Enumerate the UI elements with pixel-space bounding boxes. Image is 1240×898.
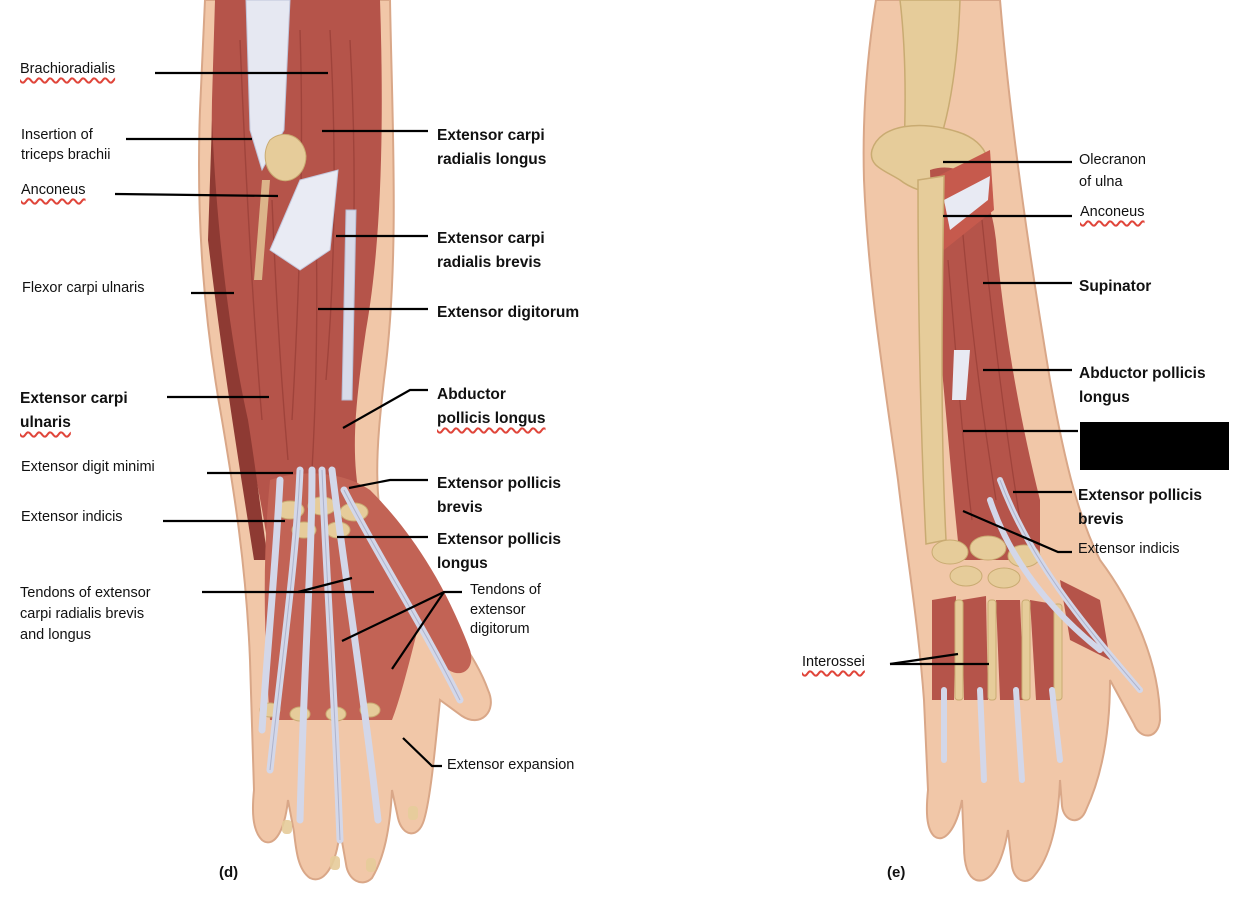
label-line: Supinator <box>1079 278 1152 295</box>
label-extensor-pollicis-longus-d: Extensor pollicis longus <box>437 528 561 576</box>
label-line: ulnaris <box>20 414 71 431</box>
label-line: Extensor carpi <box>437 230 545 247</box>
label-line: longus <box>1079 389 1130 406</box>
label-extensor-pollicis-brevis-e: Extensor pollicis brevis <box>1078 484 1202 532</box>
label-supinator: Supinator <box>1079 275 1151 299</box>
label-line: Extensor carpi <box>437 127 545 144</box>
label-line: digitorum <box>470 621 530 637</box>
label-line: triceps brachii <box>21 147 111 163</box>
label-extensor-indicis-e: Extensor indicis <box>1078 539 1180 559</box>
label-abductor-pollicis-longus-d: Abductor pollicis longus <box>437 383 546 431</box>
label-line: Anconeus <box>21 182 86 198</box>
label-line: pollicis longus <box>437 410 546 427</box>
label-tendons-of-extensor-digitorum: Tendons of extensor digitorum <box>470 581 541 640</box>
label-line: Extensor carpi <box>20 390 128 407</box>
label-line: Brachioradialis <box>20 61 116 77</box>
label-line: Extensor digit minimi <box>21 459 155 475</box>
label-line: Anconeus <box>1080 204 1145 220</box>
label-flexor-carpi-ulnaris: Flexor carpi ulnaris <box>22 278 145 298</box>
label-line: Extensor pollicis <box>437 475 562 492</box>
label-line: brevis <box>437 499 483 516</box>
label-line: and longus <box>20 627 91 643</box>
label-extensor-digitorum: Extensor digitorum <box>437 301 579 325</box>
label-extensor-carpi-ulnaris: Extensor carpi ulnaris <box>20 387 128 435</box>
label-line: Tendons of <box>470 582 541 598</box>
label-interossei: Interossei <box>802 652 865 672</box>
label-line: Abductor pollicis <box>1079 365 1206 382</box>
label-line: Insertion of <box>21 127 93 143</box>
panel-caption-d: (d) <box>219 864 239 881</box>
label-extensor-carpi-radialis-longus: Extensor carpi radialis longus <box>437 124 546 172</box>
label-extensor-pollicis-brevis-d: Extensor pollicis brevis <box>437 472 561 520</box>
label-line: Extensor expansion <box>447 757 575 773</box>
forearm-e-illustration <box>862 0 1162 882</box>
label-line: brevis <box>1078 511 1124 528</box>
forearm-d-illustration <box>197 0 492 884</box>
label-olecranon-of-ulna: Olecranon of ulna <box>1079 149 1146 193</box>
label-line: radialis longus <box>437 151 547 168</box>
redacted-label-box <box>1080 422 1229 470</box>
label-tendons-of-extensor-carpi-radialis: Tendons of extensor carpi radialis brevi… <box>20 583 151 646</box>
label-line: Extensor indicis <box>21 509 123 525</box>
label-anconeus-d: Anconeus <box>21 180 86 200</box>
label-line: longus <box>437 555 488 572</box>
leader-lines <box>114 71 1078 768</box>
label-extensor-carpi-radialis-brevis: Extensor carpi radialis brevis <box>437 227 545 275</box>
label-line: Abductor <box>437 386 506 403</box>
label-line: extensor <box>470 601 526 618</box>
label-extensor-digiti-minimi: Extensor digit minimi <box>21 457 155 477</box>
label-line: of ulna <box>1079 174 1123 190</box>
label-line: carpi radialis brevis <box>20 606 145 622</box>
label-anconeus-e: Anconeus <box>1080 202 1145 222</box>
label-line: radialis brevis <box>437 254 542 271</box>
label-line: Flexor carpi ulnaris <box>22 280 145 296</box>
label-brachioradialis: Brachioradialis <box>20 59 115 79</box>
label-line: Extensor pollicis <box>1078 487 1203 504</box>
label-line: Olecranon <box>1079 152 1146 168</box>
label-line: Extensor digitorum <box>437 304 580 321</box>
label-line: Extensor pollicis <box>437 531 562 548</box>
label-extensor-expansion: Extensor expansion <box>447 755 574 775</box>
panel-caption-e: (e) <box>887 864 906 881</box>
label-insertion-of-triceps-brachii: Insertion of triceps brachii <box>21 125 110 165</box>
label-line: Tendons of extensor <box>20 585 151 601</box>
label-line: Interossei <box>802 654 865 670</box>
label-extensor-indicis-d: Extensor indicis <box>21 507 123 527</box>
label-abductor-pollicis-longus-e: Abductor pollicis longus <box>1079 362 1206 410</box>
label-line: Extensor indicis <box>1078 541 1180 557</box>
